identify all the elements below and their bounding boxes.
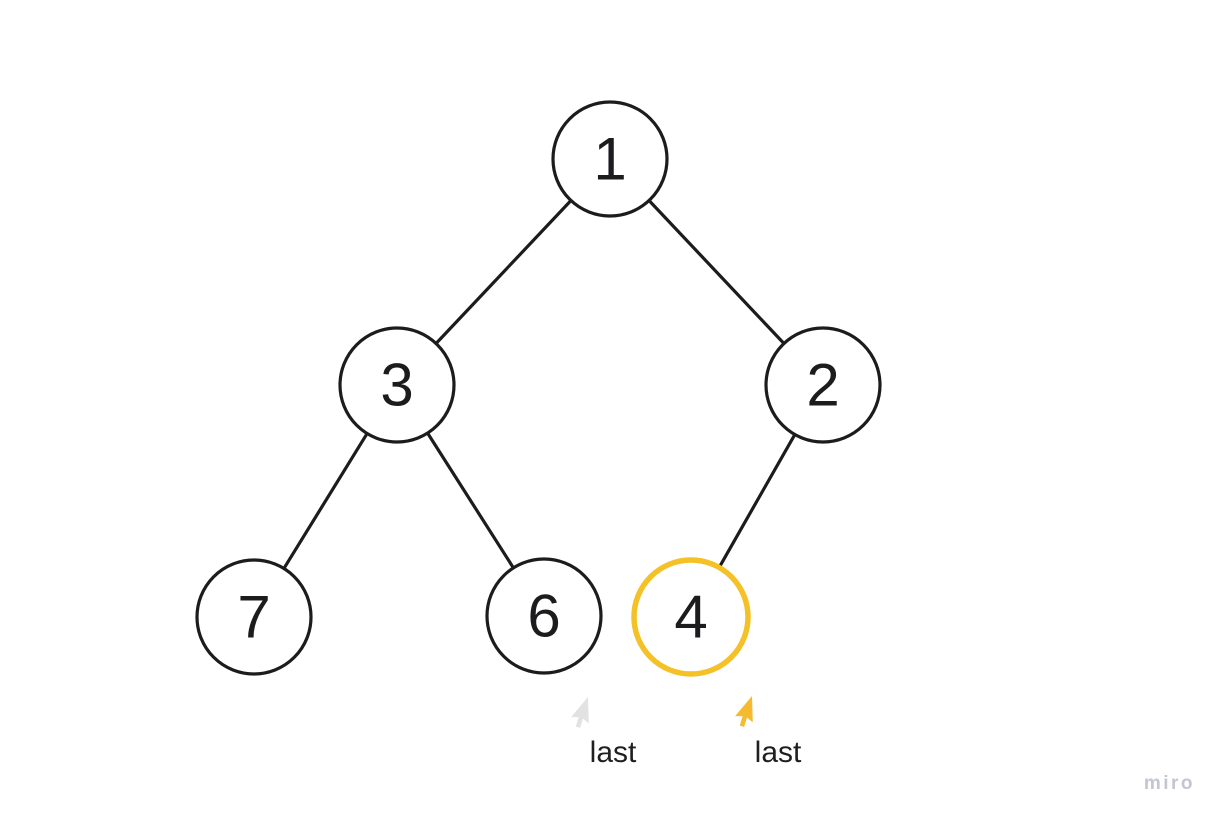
node-circle[interactable] [338, 326, 456, 444]
tree-node-3[interactable]: 3 [338, 326, 456, 444]
node-value-label: 4 [674, 584, 707, 651]
board-text-last-left[interactable]: last [589, 736, 637, 769]
node-value-label: 1 [593, 126, 626, 193]
node-circle[interactable] [485, 557, 603, 675]
miro-logo-watermark: miro [1143, 773, 1195, 794]
node-circle-highlighted[interactable] [631, 557, 751, 677]
node-circle[interactable] [764, 326, 882, 444]
board-text-last-right[interactable]: last [754, 736, 802, 769]
tree-node-4[interactable]: 4 [631, 557, 751, 677]
node-circle[interactable] [195, 558, 313, 676]
node-value-label: 3 [380, 352, 413, 419]
tree-edge-2-4[interactable] [719, 434, 796, 567]
node-value-label: 2 [806, 352, 839, 419]
tree-node-6[interactable]: 6 [485, 557, 603, 675]
tree-node-1[interactable]: 1 [551, 100, 669, 218]
tree-edge-3-7[interactable] [283, 433, 368, 569]
node-circle[interactable] [551, 100, 669, 218]
node-value-label: 7 [237, 584, 270, 651]
tree-edge-1-3[interactable] [435, 200, 572, 344]
tree-edge-1-2[interactable] [648, 200, 785, 344]
tree-edge-3-6[interactable] [426, 432, 515, 569]
node-value-label: 6 [527, 583, 560, 650]
tree-node-2[interactable]: 2 [764, 326, 882, 444]
tree-node-7[interactable]: 7 [195, 558, 313, 676]
